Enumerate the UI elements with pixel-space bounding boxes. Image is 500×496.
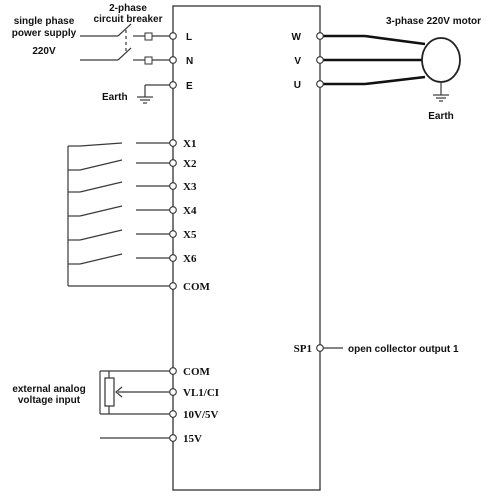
left-terminal-circles [169, 32, 177, 442]
digital-input-switches [67, 142, 173, 287]
supply-voltage-label: 220V [32, 46, 56, 57]
right-terminal-circles [316, 32, 324, 352]
terminal-x2-label: X2 [183, 158, 197, 170]
potentiometer [104, 377, 115, 407]
terminal-e-label: E [186, 81, 193, 92]
analog-label-line2: voltage input [18, 395, 81, 406]
inverter-box [172, 5, 321, 491]
terminal-x3-label: X3 [183, 181, 197, 193]
terminal-v-label: V [294, 56, 301, 67]
breaker-label-line2: circuit breaker [94, 14, 163, 25]
open-collector-label: open collector output 1 [348, 344, 459, 355]
terminal-u-label: U [294, 80, 301, 91]
terminal-x6-label: X6 [183, 253, 197, 265]
breaker-label-line1: 2-phase [109, 3, 147, 14]
motor-wiring [320, 34, 461, 102]
supply-label-line2: power supply [12, 28, 77, 39]
terminal-com2-label: COM [183, 366, 211, 378]
terminal-n-label: N [186, 56, 193, 67]
analog-input-wiring [99, 370, 173, 439]
terminal-x5-label: X5 [183, 229, 197, 241]
supply-label-line1: single phase [14, 16, 75, 27]
terminal-10v-label: 10V/5V [183, 409, 219, 421]
terminal-com1-label: COM [183, 281, 211, 293]
earth-motor-label: Earth [428, 111, 454, 122]
terminal-15v-label: 15V [183, 433, 202, 445]
terminal-x1-label: X1 [183, 138, 196, 150]
terminal-w-label: W [292, 32, 302, 43]
motor-symbol [421, 37, 461, 83]
power-supply-wiring [80, 23, 173, 104]
terminal-vl1-label: VL1/CI [183, 387, 219, 399]
terminal-x4-label: X4 [183, 205, 197, 217]
analog-label-line1: external analog [12, 384, 85, 395]
motor-label: 3-phase 220V motor [386, 16, 481, 27]
terminal-l-label: L [186, 32, 192, 43]
terminal-sp1-label: SP1 [294, 343, 312, 355]
earth-left-label: Earth [102, 92, 128, 103]
